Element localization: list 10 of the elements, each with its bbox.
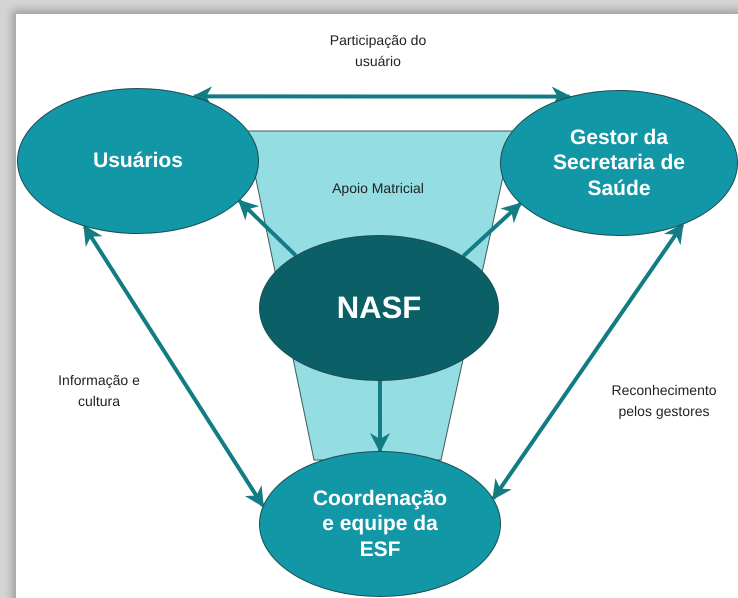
node-label: NASF: [336, 289, 422, 327]
arrow: [462, 202, 522, 258]
arrow: [238, 199, 298, 257]
node-label: Gestor da Secretaria de Saúde: [552, 125, 686, 201]
arrow: [370, 381, 390, 453]
arrow: [492, 223, 684, 500]
node-label: Usuários: [93, 148, 183, 174]
arrow: [82, 224, 265, 508]
band-label: Apoio Matricial: [331, 180, 425, 196]
node-label: Coordenação e equipe da ESF: [312, 486, 448, 562]
